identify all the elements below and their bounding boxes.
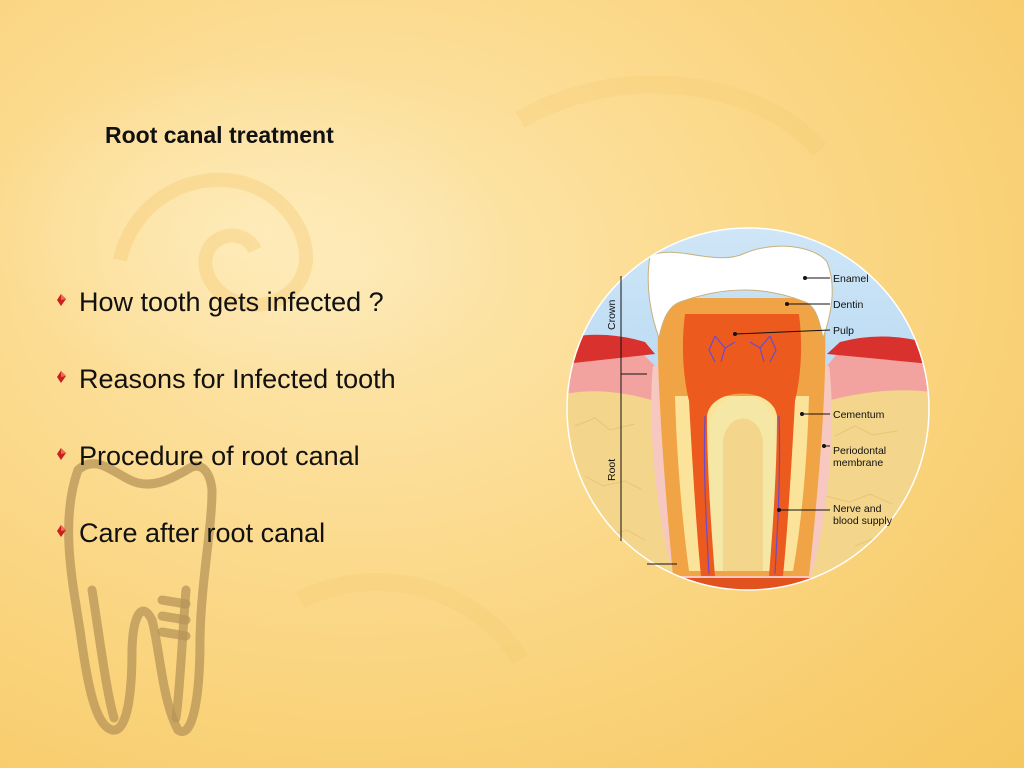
- enamel-label: Enamel: [833, 273, 869, 285]
- tooth-anatomy-diagram: Crown Root Enamel Dentin Pulp Cementum P…: [566, 227, 930, 591]
- bullet-item: Reasons for Infected tooth: [54, 359, 396, 436]
- bullet-item: How tooth gets infected ?: [54, 282, 396, 359]
- bullet-text: Care after root canal: [79, 518, 326, 548]
- bullet-list: How tooth gets infected ? Reasons for In…: [54, 282, 396, 590]
- bullet-text: Reasons for Infected tooth: [79, 364, 396, 394]
- bullet-item: Procedure of root canal: [54, 436, 396, 513]
- bullet-text: Procedure of root canal: [79, 441, 360, 471]
- red-diamond-bullet-icon: [57, 448, 66, 460]
- root-label: Root: [606, 459, 618, 481]
- bullet-item: Care after root canal: [54, 513, 396, 590]
- periodontal-label-line1: Periodontal: [833, 445, 886, 457]
- slide-title: Root canal treatment: [105, 122, 334, 148]
- red-diamond-bullet-icon: [57, 525, 66, 537]
- nerve-label-line1: Nerve and: [833, 503, 882, 515]
- periodontal-label-line2: membrane: [833, 457, 883, 469]
- pulp-label: Pulp: [833, 325, 854, 337]
- cementum-label: Cementum: [833, 409, 885, 421]
- nerve-label-line2: blood supply: [833, 515, 893, 527]
- bullet-text: How tooth gets infected ?: [79, 287, 384, 317]
- red-diamond-bullet-icon: [57, 294, 66, 306]
- red-diamond-bullet-icon: [57, 371, 66, 383]
- crown-label: Crown: [606, 299, 618, 330]
- tooth-watermark-icon: [64, 459, 217, 736]
- dentin-label: Dentin: [833, 299, 864, 311]
